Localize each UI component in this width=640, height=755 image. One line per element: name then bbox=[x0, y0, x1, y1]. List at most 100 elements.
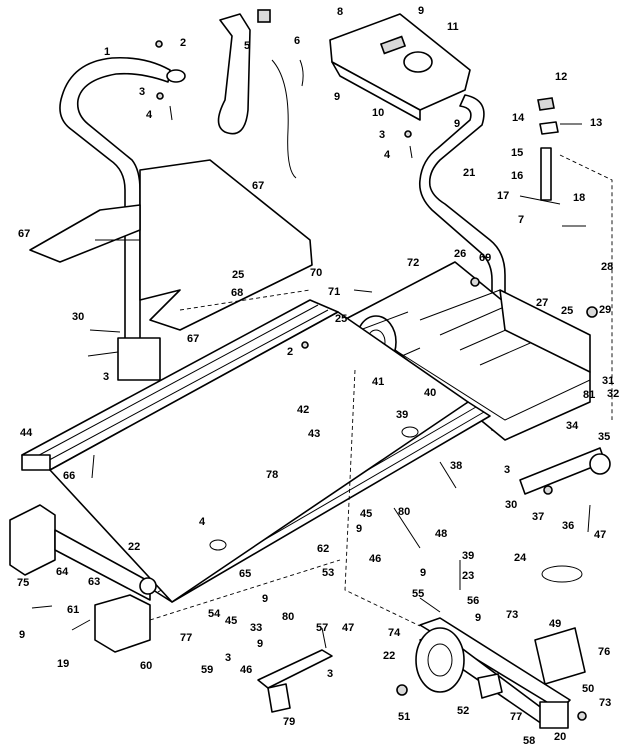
part-callout: 53 bbox=[322, 567, 334, 579]
part-callout: 7 bbox=[518, 214, 524, 226]
part-callout: 11 bbox=[447, 21, 459, 33]
part-callout: 73 bbox=[506, 609, 518, 621]
part-callout: 4 bbox=[384, 149, 391, 161]
part-callout: 49 bbox=[549, 618, 561, 630]
part-callout: 67 bbox=[18, 228, 30, 240]
part-callout: 67 bbox=[252, 180, 264, 192]
part-callout: 64 bbox=[56, 566, 69, 578]
part-callout: 28 bbox=[601, 261, 613, 273]
part-callout: 46 bbox=[369, 553, 381, 565]
part-callout: 27 bbox=[536, 297, 548, 309]
part-callout: 75 bbox=[17, 577, 29, 589]
part-callout: 80 bbox=[398, 506, 410, 518]
part-callout: 29 bbox=[599, 304, 611, 316]
fasteners bbox=[31, 40, 598, 721]
part-callout: 9 bbox=[454, 118, 460, 130]
part-callout: 51 bbox=[398, 711, 410, 723]
part-callout: 4 bbox=[199, 516, 206, 528]
part-callout: 79 bbox=[283, 716, 295, 728]
rubber-ring bbox=[541, 565, 583, 583]
part-callout: 9 bbox=[334, 91, 340, 103]
part-callout: 10 bbox=[372, 107, 384, 119]
part-callout: 9 bbox=[418, 5, 424, 17]
part-callout: 32 bbox=[607, 388, 619, 400]
part-callout: 5 bbox=[244, 40, 250, 52]
console-assembly bbox=[329, 13, 471, 121]
part-callout: 34 bbox=[566, 420, 579, 432]
part-callout: 24 bbox=[514, 552, 527, 564]
part-callout: 9 bbox=[356, 523, 362, 535]
part-callout: 47 bbox=[594, 529, 606, 541]
part-callout: 73 bbox=[599, 697, 611, 709]
incline-bracket bbox=[519, 447, 611, 495]
part-callout: 60 bbox=[140, 660, 152, 672]
part-callout: 77 bbox=[510, 711, 522, 723]
part-callout: 21 bbox=[463, 167, 475, 179]
part-callout: 81 bbox=[583, 389, 595, 401]
part-callout: 76 bbox=[598, 646, 610, 658]
part-callout: 3 bbox=[225, 652, 231, 664]
part-callout: 48 bbox=[435, 528, 447, 540]
left-handrail-upright bbox=[59, 56, 186, 381]
front-roller-end bbox=[9, 504, 157, 601]
rear-end-cap bbox=[94, 594, 151, 653]
leveling-foot bbox=[257, 649, 333, 713]
walking-deck bbox=[49, 311, 469, 603]
part-callout: 42 bbox=[297, 404, 309, 416]
upright-tray bbox=[29, 159, 313, 331]
part-callout: 57 bbox=[316, 622, 328, 634]
part-callout: 55 bbox=[412, 588, 424, 600]
part-callout: 71 bbox=[328, 286, 340, 298]
part-callout: 45 bbox=[360, 508, 372, 520]
part-callout: 1 bbox=[104, 46, 110, 58]
part-callout: 50 bbox=[582, 683, 594, 695]
part-callout: 3 bbox=[327, 668, 333, 680]
assembly-guide-lines bbox=[149, 154, 613, 627]
part-callout: 41 bbox=[372, 376, 384, 388]
part-callout: 23 bbox=[462, 570, 474, 582]
part-callout: 46 bbox=[240, 664, 252, 676]
part-callout: 45 bbox=[225, 615, 237, 627]
part-callout: 33 bbox=[250, 622, 262, 634]
part-callout: 39 bbox=[396, 409, 408, 421]
part-callout: 25 bbox=[561, 305, 573, 317]
rear-leg-frame bbox=[415, 617, 586, 729]
part-callout: 40 bbox=[424, 387, 436, 399]
part-callout: 9 bbox=[19, 629, 25, 641]
part-callout: 66 bbox=[63, 470, 75, 482]
part-callout: 9 bbox=[475, 612, 481, 624]
part-callout: 43 bbox=[308, 428, 320, 440]
part-callout: 68 bbox=[231, 287, 243, 299]
part-callout: 9 bbox=[257, 638, 263, 650]
part-callout: 14 bbox=[512, 112, 525, 124]
part-callout: 37 bbox=[532, 511, 544, 523]
part-callout: 70 bbox=[310, 267, 322, 279]
part-callout: 17 bbox=[497, 190, 509, 202]
part-callout: 56 bbox=[467, 595, 479, 607]
part-callout: 3 bbox=[103, 371, 109, 383]
part-callout: 61 bbox=[67, 604, 79, 616]
part-callout: 9 bbox=[262, 593, 268, 605]
part-callout: 47 bbox=[342, 622, 354, 634]
part-callout: 2 bbox=[180, 37, 186, 49]
part-callout: 30 bbox=[505, 499, 517, 511]
part-callout: 22 bbox=[383, 650, 395, 662]
pulse-cable bbox=[271, 59, 304, 179]
part-callout: 77 bbox=[180, 632, 192, 644]
part-callout: 59 bbox=[201, 664, 213, 676]
part-callout: 58 bbox=[523, 735, 535, 747]
part-callout: 30 bbox=[72, 311, 84, 323]
part-callout: 67 bbox=[187, 333, 199, 345]
part-callout: 4 bbox=[146, 109, 153, 121]
part-callout: 6 bbox=[294, 35, 300, 47]
console-hardware-set bbox=[519, 97, 586, 227]
part-callout: 3 bbox=[379, 129, 385, 141]
part-callout: 78 bbox=[266, 469, 278, 481]
part-callout: 8 bbox=[337, 6, 343, 18]
part-callout: 15 bbox=[511, 147, 523, 159]
part-callout: 16 bbox=[511, 170, 523, 182]
part-callout: 54 bbox=[208, 608, 221, 620]
part-callout: 25 bbox=[335, 313, 347, 325]
